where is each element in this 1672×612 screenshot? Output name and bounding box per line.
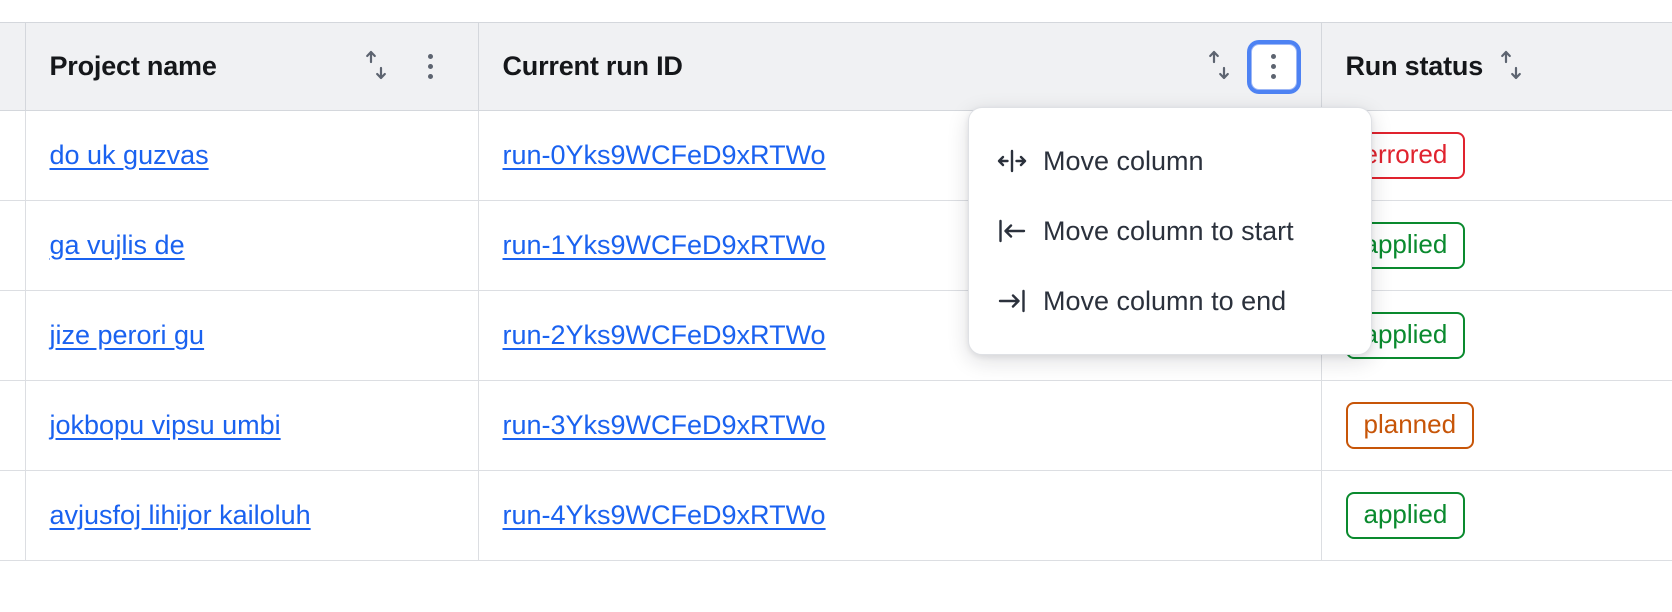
cell-project-name: jize perori gu	[25, 290, 479, 381]
menu-item-move-column[interactable]: Move column	[969, 126, 1371, 196]
kebab-menu-icon	[428, 54, 433, 79]
table-header-row: Project name	[0, 22, 1672, 111]
row-select-cell	[0, 200, 26, 291]
cell-project-name: ga vujlis de	[25, 200, 479, 291]
row-select-cell	[0, 110, 26, 201]
run-id-link[interactable]: run-3Yks9WCFeD9xRTWo	[502, 410, 826, 440]
run-id-link[interactable]: run-4Yks9WCFeD9xRTWo	[502, 500, 826, 530]
project-name-link[interactable]: do uk guzvas	[49, 140, 209, 170]
cell-run-status: applied	[1321, 290, 1672, 381]
column-header-project-name-label: Project name	[49, 51, 217, 81]
sort-updown-icon	[361, 49, 391, 84]
column-options-menu: Move column Move column to start Move co…	[968, 107, 1372, 355]
cell-project-name: avjusfoj lihijor kailoluh	[25, 470, 479, 561]
project-name-link[interactable]: avjusfoj lihijor kailoluh	[49, 500, 311, 530]
run-id-link[interactable]: run-1Yks9WCFeD9xRTWo	[502, 230, 826, 260]
column-header-run-status-label: Run status	[1345, 51, 1484, 81]
column-header-run-status: Run status	[1321, 22, 1672, 111]
cell-project-name: jokbopu vipsu umbi	[25, 380, 479, 471]
table-row: jokbopu vipsu umbi run-3Yks9WCFeD9xRTWo …	[0, 380, 1672, 471]
row-select-cell	[0, 380, 26, 471]
projects-table: Project name	[0, 22, 1672, 561]
column-header-project-name: Project name	[25, 22, 479, 111]
column-menu-button-project-name[interactable]	[408, 44, 454, 90]
project-name-link[interactable]: jize perori gu	[49, 320, 205, 350]
table-row: jize perori gu run-2Yks9WCFeD9xRTWo appl…	[0, 290, 1672, 381]
sort-button-project-name[interactable]	[358, 49, 394, 85]
sort-updown-icon	[1496, 49, 1526, 84]
move-column-icon	[997, 146, 1027, 176]
cell-run-status: applied	[1321, 470, 1672, 561]
cell-run-status: errored	[1321, 110, 1672, 201]
move-column-to-end-icon	[997, 286, 1027, 316]
status-badge: applied	[1345, 492, 1466, 539]
move-column-to-start-icon	[997, 216, 1027, 246]
column-header-current-run-id-label: Current run ID	[502, 51, 683, 81]
sort-button-current-run-id[interactable]	[1201, 49, 1237, 85]
table-row: do uk guzvas run-0Yks9WCFeD9xRTWo errore…	[0, 110, 1672, 201]
menu-item-move-column-to-end[interactable]: Move column to end	[969, 266, 1371, 336]
table-row: ga vujlis de run-1Yks9WCFeD9xRTWo applie…	[0, 200, 1672, 291]
run-id-link[interactable]: run-0Yks9WCFeD9xRTWo	[502, 140, 826, 170]
project-name-link[interactable]: ga vujlis de	[49, 230, 185, 260]
table-body: do uk guzvas run-0Yks9WCFeD9xRTWo errore…	[0, 110, 1672, 561]
cell-project-name: do uk guzvas	[25, 110, 479, 201]
cell-run-status: applied	[1321, 200, 1672, 291]
table-row: avjusfoj lihijor kailoluh run-4Yks9WCFeD…	[0, 470, 1672, 561]
menu-item-label: Move column to end	[1043, 285, 1287, 316]
menu-item-move-column-to-start[interactable]: Move column to start	[969, 196, 1371, 266]
cell-run-status: planned	[1321, 380, 1672, 471]
menu-item-label: Move column	[1043, 145, 1204, 176]
cell-current-run-id: run-4Yks9WCFeD9xRTWo	[478, 470, 1322, 561]
kebab-menu-icon	[1271, 54, 1276, 79]
status-badge: planned	[1345, 402, 1475, 449]
run-id-link[interactable]: run-2Yks9WCFeD9xRTWo	[502, 320, 826, 350]
column-menu-button-current-run-id[interactable]	[1250, 43, 1297, 90]
row-select-cell	[0, 290, 26, 381]
sort-updown-icon	[1204, 49, 1234, 84]
cell-current-run-id: run-3Yks9WCFeD9xRTWo	[478, 380, 1322, 471]
row-select-cell	[0, 470, 26, 561]
column-header-current-run-id: Current run ID	[478, 22, 1322, 111]
column-header-select	[0, 22, 26, 111]
sort-button-run-status[interactable]	[1493, 49, 1529, 85]
project-name-link[interactable]: jokbopu vipsu umbi	[49, 410, 281, 440]
menu-item-label: Move column to start	[1043, 215, 1294, 246]
table-header: Project name	[0, 22, 1672, 111]
